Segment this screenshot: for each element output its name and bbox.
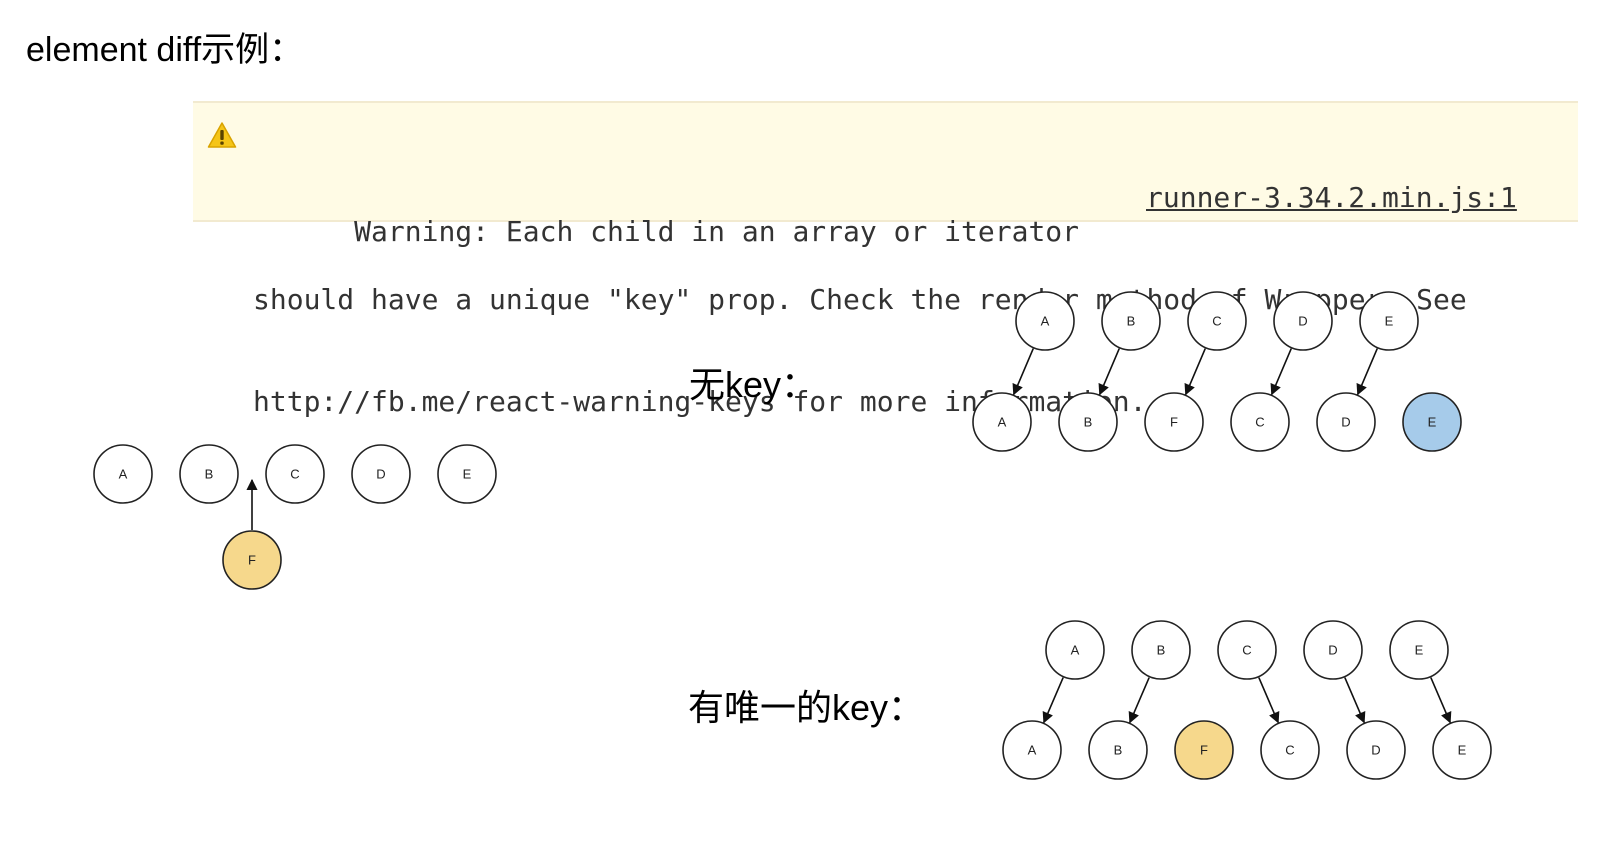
- insert-new-node-f: F: [222, 530, 282, 590]
- warning-line-3: http://fb.me/react-warning-keys for more…: [253, 385, 1147, 418]
- insert-row-node-b: B: [179, 444, 239, 504]
- no-key-old-node-c: C: [1187, 291, 1247, 351]
- warning-message: Warning: Each child in an array or itera…: [253, 113, 1523, 487]
- svg-text:E: E: [463, 467, 472, 482]
- insert-row-node-c: C: [265, 444, 325, 504]
- no-key-link-a-a: [1012, 348, 1034, 396]
- svg-text:E: E: [1428, 415, 1437, 430]
- svg-text:B: B: [1084, 415, 1093, 430]
- unique-key-new-node-c: C: [1260, 720, 1320, 780]
- unique-key-old-node-c: C: [1217, 620, 1277, 680]
- no-key-new-node-a: A: [972, 392, 1032, 452]
- insert-row-node-a: A: [93, 444, 153, 504]
- svg-text:A: A: [119, 467, 128, 482]
- svg-text:A: A: [1028, 743, 1037, 758]
- svg-text:C: C: [1212, 314, 1221, 329]
- insert-example-diagram: A B C D E F: [93, 444, 497, 590]
- svg-text:B: B: [1157, 643, 1166, 658]
- unique-key-new-node-d: D: [1346, 720, 1406, 780]
- svg-text:E: E: [1385, 314, 1394, 329]
- svg-text:D: D: [1371, 743, 1380, 758]
- unique-key-link-d-d: [1344, 677, 1366, 724]
- no-key-new-node-c: C: [1230, 392, 1290, 452]
- no-key-new-node-f: F: [1144, 392, 1204, 452]
- no-key-link-d-c: [1270, 348, 1292, 396]
- svg-text:D: D: [1298, 314, 1307, 329]
- svg-text:C: C: [1242, 643, 1251, 658]
- warning-line-2: should have a unique "key" prop. Check t…: [253, 283, 1467, 316]
- unique-key-old-node-e: E: [1389, 620, 1449, 680]
- react-warning-box: Warning: Each child in an array or itera…: [193, 101, 1578, 418]
- insert-row-node-d: D: [351, 444, 411, 504]
- no-key-link-e-d: [1356, 348, 1378, 396]
- svg-text:E: E: [1458, 743, 1467, 758]
- unique-key-old-node-d: D: [1303, 620, 1363, 680]
- warning-source-link[interactable]: runner-3.34.2.min.js:1: [1146, 181, 1517, 214]
- no-key-link-c-f: [1184, 348, 1206, 396]
- warning-line-1-text: Warning: Each child in an array or itera…: [354, 215, 1080, 248]
- unique-key-link-b-b: [1128, 677, 1150, 724]
- warning-triangle-icon: [207, 122, 237, 148]
- svg-text:A: A: [1071, 643, 1080, 658]
- warning-line-1: Warning: Each child in an array or itera…: [253, 181, 1523, 248]
- svg-text:C: C: [1285, 743, 1294, 758]
- svg-text:F: F: [1200, 743, 1208, 758]
- no-key-new-node-d: D: [1316, 392, 1376, 452]
- no-key-old-node-e: E: [1359, 291, 1419, 351]
- page-title: element diff示例：: [26, 31, 304, 69]
- no-key-old-node-a: A: [1015, 291, 1075, 351]
- svg-text:E: E: [1415, 643, 1424, 658]
- unique-key-link-e-e: [1430, 677, 1452, 724]
- svg-text:D: D: [376, 467, 385, 482]
- unique-key-link-a-a: [1042, 677, 1064, 724]
- no-key-old-node-b: B: [1101, 291, 1161, 351]
- unique-key-new-node-e: E: [1432, 720, 1492, 780]
- svg-text:C: C: [1255, 415, 1264, 430]
- unique-key-label: 有唯一的key：: [688, 687, 925, 728]
- svg-text:A: A: [1041, 314, 1050, 329]
- unique-key-link-c-c: [1258, 677, 1280, 724]
- svg-text:A: A: [998, 415, 1007, 430]
- insert-row-node-e: E: [437, 444, 497, 504]
- unique-key-new-node-a: A: [1002, 720, 1062, 780]
- svg-text:F: F: [1170, 415, 1178, 430]
- svg-text:B: B: [1127, 314, 1136, 329]
- svg-text:B: B: [205, 467, 214, 482]
- no-key-new-node-e: E: [1402, 392, 1462, 452]
- no-key-link-b-b: [1098, 348, 1120, 396]
- svg-text:D: D: [1328, 643, 1337, 658]
- svg-text:B: B: [1114, 743, 1123, 758]
- unique-key-diagram: A B C D E A B F C D E: [1002, 620, 1492, 780]
- no-key-old-node-d: D: [1273, 291, 1333, 351]
- svg-text:D: D: [1341, 415, 1350, 430]
- no-key-label: 无key：: [689, 364, 818, 405]
- svg-text:C: C: [290, 467, 299, 482]
- unique-key-old-node-b: B: [1131, 620, 1191, 680]
- unique-key-old-node-a: A: [1045, 620, 1105, 680]
- svg-text:F: F: [248, 553, 256, 568]
- no-key-diagram: A B C D E A B F C D E: [972, 291, 1462, 452]
- unique-key-new-node-b: B: [1088, 720, 1148, 780]
- unique-key-new-node-f: F: [1174, 720, 1234, 780]
- no-key-new-node-b: B: [1058, 392, 1118, 452]
